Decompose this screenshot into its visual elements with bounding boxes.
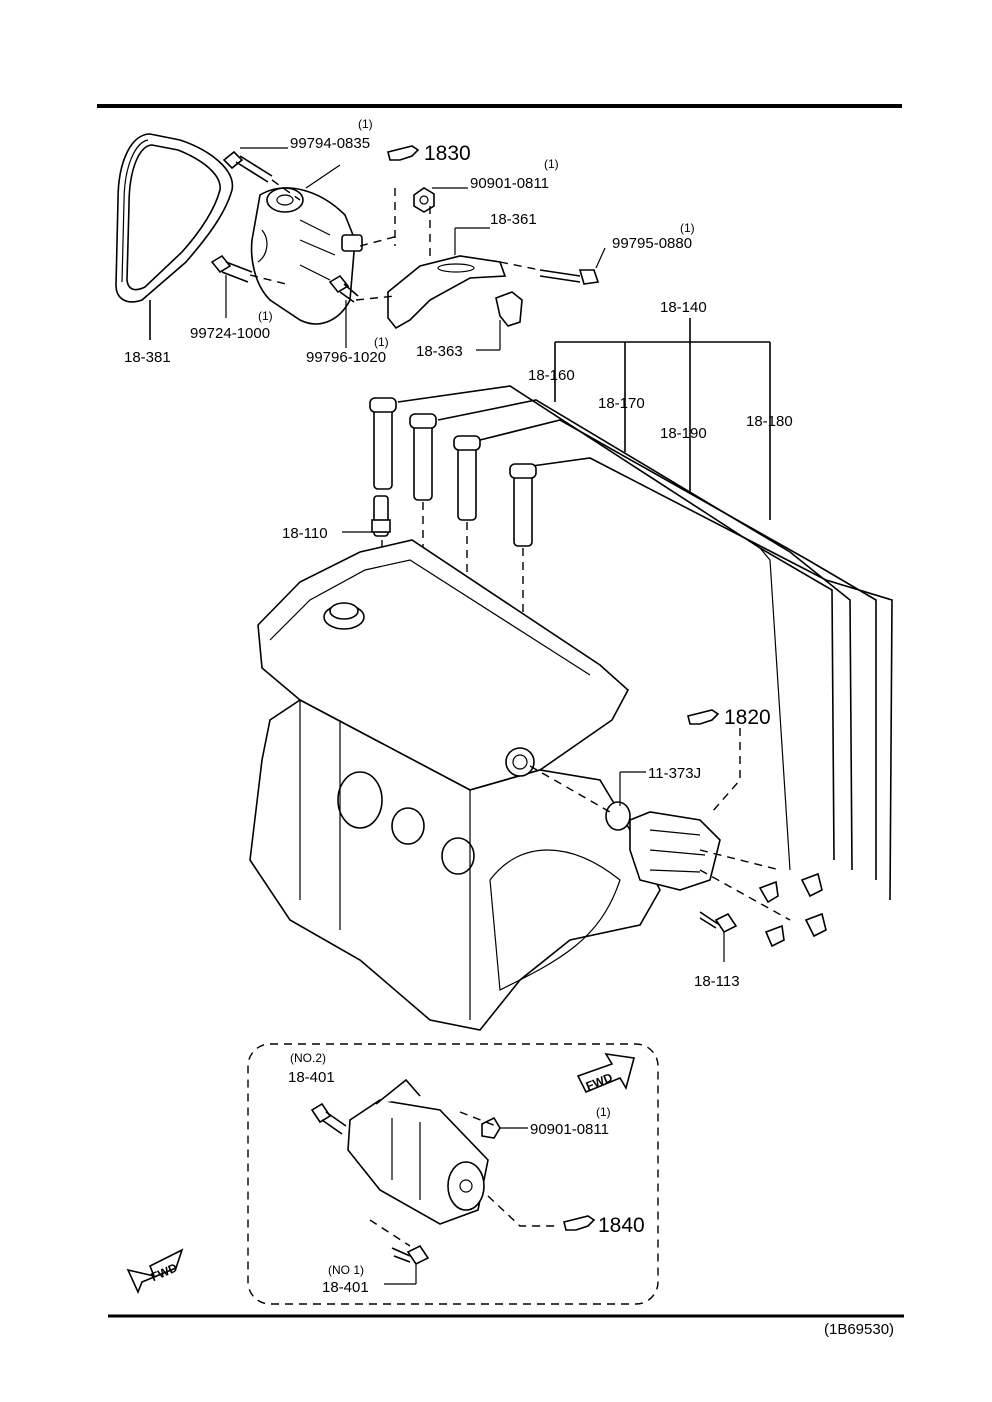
label-90901-0811-b: 90901-0811 [530,1121,609,1138]
label-18-401-b: 18-401 [322,1279,369,1296]
spark-plug-drawing [371,495,391,537]
qty-18-401-no1: (NO 1) [328,1263,364,1277]
bolt-99795-drawing [539,269,600,285]
label-99724-1000: 99724-1000 [190,325,270,342]
label-18-113: 18-113 [694,973,740,990]
bolt-18401-no2-drawing [310,1102,347,1135]
label-99796-1020: 99796-1020 [306,349,386,366]
ref-1830: 1830 [424,142,471,165]
ref-hand-icon [563,1215,596,1231]
label-18-381: 18-381 [124,349,171,366]
distributor-drawing [605,801,721,891]
plug-boots-drawing [369,397,537,547]
fwd-arrow-inset: FWD [576,1052,636,1093]
nut-90901-drawing [413,187,435,213]
ref-1820: 1820 [724,706,771,729]
bracket-18361-drawing [387,255,507,330]
qty-99724: (1) [258,309,273,323]
wire-caps-drawing [758,872,827,948]
label-11-373J: 11-373J [648,765,701,782]
engine-block-drawing [249,539,661,1031]
label-90901-0811-a: 90901-0811 [470,175,549,192]
qty-99795: (1) [680,221,695,235]
nut-90901-b-drawing [481,1116,501,1139]
qty-18-401-no2: (NO.2) [290,1051,326,1065]
drive-belt-drawing [115,133,234,303]
ignition-wires-drawing [397,385,893,901]
alternator-drawing [250,187,363,325]
label-18-361: 18-361 [490,211,537,228]
label-18-140: 18-140 [660,299,707,316]
label-18-363: 18-363 [416,343,463,360]
qty-90901-b: (1) [596,1105,611,1119]
qty-90901-a: (1) [544,157,559,171]
label-99794-0835: 99794-0835 [290,135,370,152]
label-18-180: 18-180 [746,413,793,430]
bolt-99724-drawing [210,254,253,283]
ref-hand-icon [687,709,720,725]
label-18-170: 18-170 [598,395,645,412]
bolt-18401-no1-drawing [391,1244,430,1266]
label-18-160: 18-160 [528,367,575,384]
label-99795-0880: 99795-0880 [612,235,692,252]
label-18-190: 18-190 [660,425,707,442]
diagram-id: (1B69530) [824,1321,894,1338]
qty-99796: (1) [374,335,389,349]
label-18-401-a: 18-401 [288,1069,335,1086]
bracket-18363-drawing [495,291,523,327]
bolt-18113-drawing [699,911,738,934]
fwd-arrow-main: FWD [126,1248,184,1295]
starter-motor-drawing [347,1078,489,1225]
ref-1840: 1840 [598,1214,645,1237]
label-18-110: 18-110 [282,525,328,542]
bolt-99794-drawing [222,150,273,183]
ref-hand-icon [387,145,420,161]
starter-inset-box [247,1043,659,1305]
bolt-99796-drawing [328,274,359,303]
qty-99794: (1) [358,117,373,131]
